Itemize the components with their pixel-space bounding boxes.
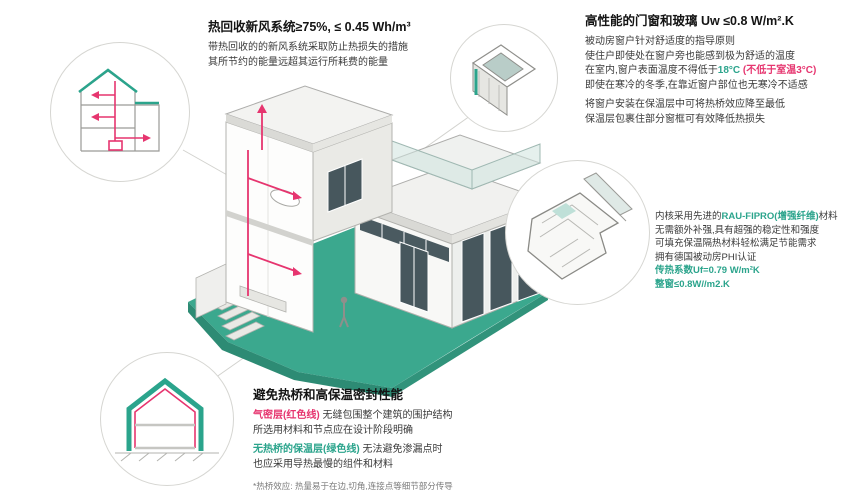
insulation-layer-label: 无热桥的保温层(绿色线) (253, 444, 360, 455)
profile-chambers (539, 204, 599, 268)
thermal-footnote: *热桥效应: 热量易于在边,切角,连接点等细节部分传导 (253, 481, 453, 491)
insulation-outline-green (126, 377, 204, 451)
material-line-3: 可填充保温隔热材料轻松满足节能需求 (655, 238, 817, 249)
windows-line-1: 被动房窗户针对舒适度的指导原则 (585, 36, 735, 47)
ventilation-line-1: 带热回收的的新风系统采取防止热损失的措施 (208, 42, 408, 53)
insulation-core (552, 203, 576, 219)
window-detail-circle (450, 24, 558, 132)
windows-line-3-temp: 18°C (717, 65, 741, 76)
thermal-line-3-rest: 无法避免渗漏点时 (359, 444, 443, 455)
window-glass (482, 52, 524, 82)
thermal-section-drawing (115, 377, 219, 462)
ventilation-ducts (247, 104, 302, 296)
heat-recovery-duct (91, 81, 151, 151)
ventilation-line-2: 其所节约的能量远超其运行所耗费的能量 (208, 56, 388, 68)
material-line-1-post: 材料 (818, 211, 838, 222)
thermal-line-4: 也应采用导热最慢的组件和材料 (253, 458, 393, 470)
windows-line-2: 使住户即使处在窗户旁也能感到极为舒适的温度 (585, 50, 795, 62)
window-profile-drawing (527, 172, 633, 280)
windows-line-5: 将窗户安装在保温层中可将热桥效应降至最低 (585, 99, 785, 110)
ventilation-title: 热回收新风系统≥75%, ≤ 0.45 Wh/m³ (208, 20, 411, 34)
thermal-title: 避免热桥和高保温密封性能 (253, 388, 404, 402)
windows-line-3-pre: 在室内,窗户表面温度不得低于 (585, 65, 718, 76)
windows-title: 高性能的门窗和玻璃 Uw ≤0.8 W/m².K (585, 14, 794, 28)
person-figure (339, 296, 349, 328)
window-corner-drawing (471, 44, 537, 116)
windows-line-3-note: (不低于室温3°C) (740, 65, 817, 76)
thermal-line-2: 所选用材料和节点应在设计阶段明确 (253, 424, 413, 436)
windows-line-4: 即使在寒冷的冬季,在靠近窗户部位也无寒冷不适感 (585, 79, 808, 91)
ground-hatch (115, 452, 219, 462)
material-uw-value: 整窗≤0.8W//m2.K (655, 278, 730, 290)
thermal-callout: 避免热桥和高保温密封性能 气密层(红色线) 无缝包围整个建筑的围护结构 所选用材… (253, 388, 598, 492)
material-callout: 内核采用先进的RAU-FIPRO(增强纤维)材料 无需额外补强,具有超强的稳定性… (655, 210, 863, 291)
material-line-1-pre: 内核采用先进的 (655, 211, 722, 222)
roof-insulation-line (78, 68, 159, 105)
wall-under-window (472, 62, 508, 116)
windows-callout: 高性能的门窗和玻璃 Uw ≤0.8 W/m².K 被动房窗户针对舒适度的指导原则… (585, 14, 861, 127)
airtight-layer-label: 气密层(红色线) (253, 410, 320, 421)
thermal-line-1-rest: 无缝包围整个建筑的围护结构 (319, 410, 453, 421)
retaining-wall (195, 263, 227, 319)
material-uf-value: 传热系数Uf=0.79 W/m²K (655, 265, 760, 276)
material-line-1: 内核采用先进的RAU-FIPRO(增强纤维)材料 (655, 210, 863, 224)
thermal-line-1: 气密层(红色线) 无缝包围整个建筑的围护结构 (253, 409, 598, 424)
thermal-detail-circle (100, 352, 234, 486)
profile-body (527, 192, 620, 280)
glazing-pane-line (589, 184, 627, 222)
material-line-2: 无需额外补强,具有超强的稳定性和强度 (655, 224, 820, 236)
windows-line-6: 保温层包裹住部分窗框可有效降低热损失 (585, 113, 765, 125)
wall-hatch (478, 71, 500, 111)
profile-detail-circle (505, 160, 650, 305)
ventilation-callout: 热回收新风系统≥75%, ≤ 0.45 Wh/m³ 带热回收的的新风系统采取防止… (208, 20, 458, 70)
material-brand: RAU-FIPRO(增强纤维) (721, 211, 819, 222)
ventilation-detail-circle (50, 42, 190, 182)
ventilation-section-drawing (78, 68, 160, 152)
thermal-line-3: 无热桥的保温层(绿色线) 无法避免渗漏点时 (253, 443, 598, 458)
windows-line-3: 在室内,窗户表面温度不得低于18°C (不低于室温3°C) (585, 64, 861, 79)
material-line-4: 拥有德国被动房PHI认证 (655, 251, 757, 263)
